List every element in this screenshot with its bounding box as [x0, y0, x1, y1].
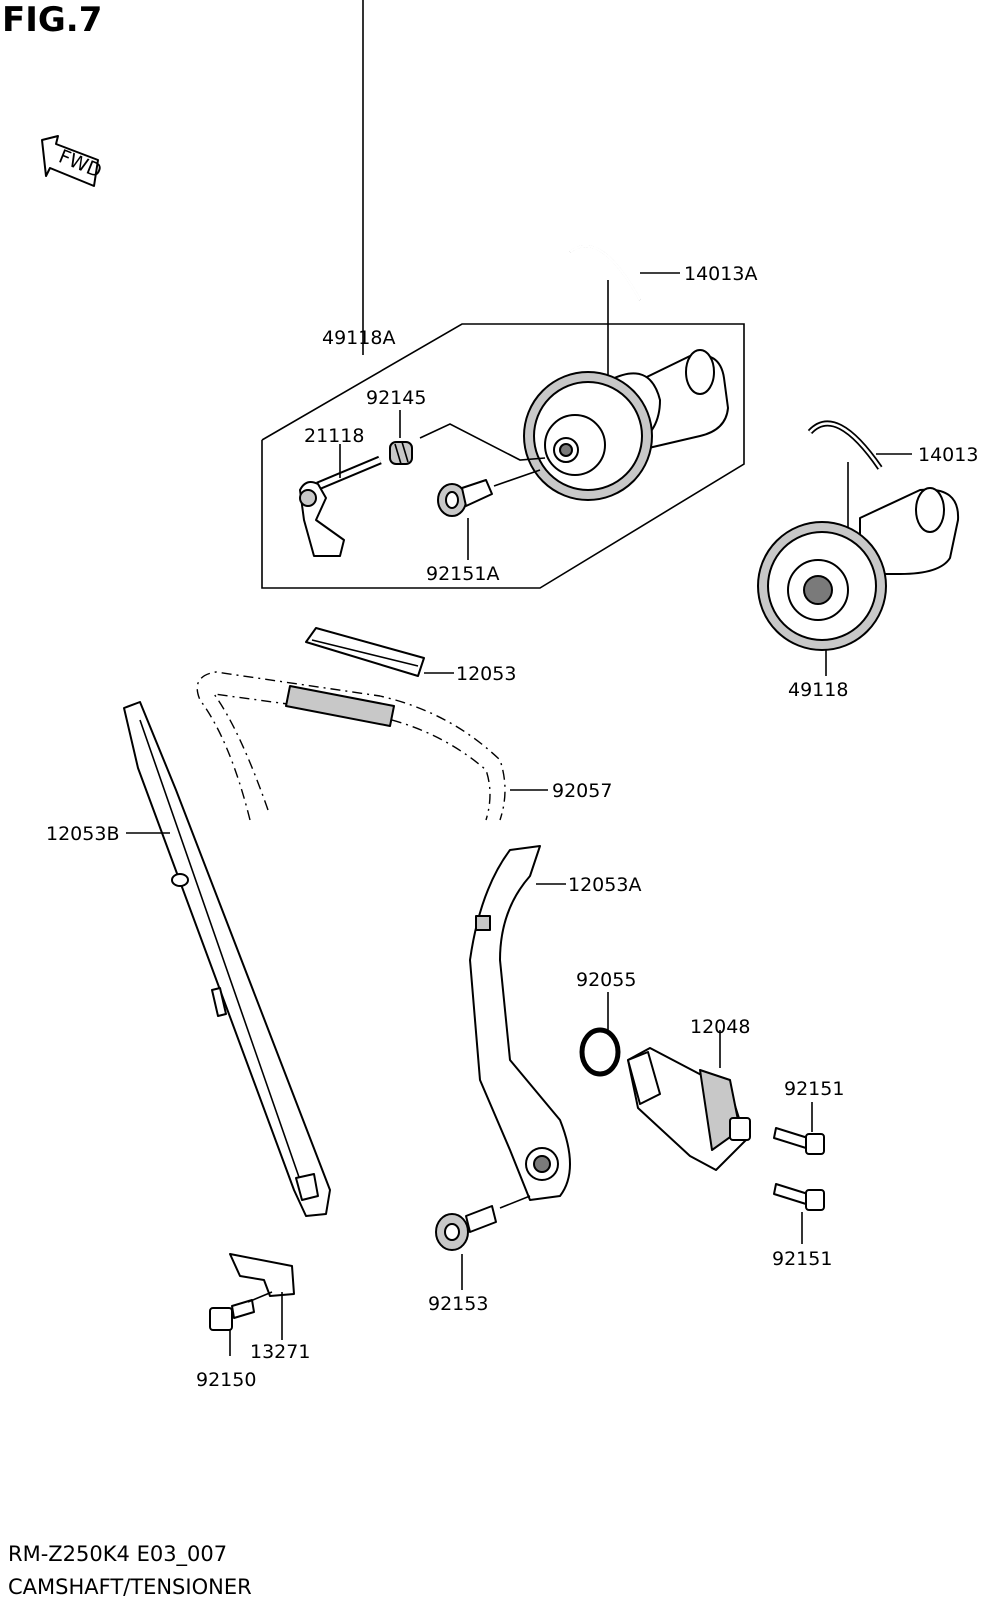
spring-92145: [389, 441, 413, 465]
tensioner-adjuster-12048: [627, 1047, 751, 1171]
o-ring-92055: [579, 1027, 621, 1077]
chain-guide-12053: [305, 627, 425, 677]
bolt-92151A: [437, 479, 493, 517]
label-92057: 92057: [552, 780, 612, 802]
label-92153: 92153: [428, 1293, 488, 1315]
bolt-92151-bottom: [773, 1183, 825, 1211]
label-92055: 92055: [576, 969, 636, 991]
decompression-shaft-21118: [299, 455, 382, 557]
assembly-bracket: [261, 323, 745, 589]
cam-chain-92057: [196, 671, 506, 821]
diagram-subtitle: CAMSHAFT/TENSIONER: [8, 1575, 252, 1599]
figure-title: FIG.7: [2, 0, 103, 40]
label-21118: 21118: [304, 425, 364, 447]
model-code: RM-Z250K4 E03_007: [8, 1542, 228, 1566]
label-12053A: 12053A: [568, 874, 641, 896]
label-12048: 12048: [690, 1016, 750, 1038]
label-12053B: 12053B: [46, 823, 119, 845]
label-92151A: 92151A: [426, 563, 499, 585]
bolt-92151-top: [773, 1127, 825, 1155]
plate-13271: [229, 1253, 295, 1297]
camshaft-exhaust: [757, 487, 960, 651]
label-13271: 13271: [250, 1341, 310, 1363]
bolt-92150: [209, 1299, 255, 1331]
camshaft-intake: [523, 349, 729, 501]
tensioner-guide-12053A: [469, 845, 571, 1201]
label-12053: 12053: [456, 663, 516, 685]
label-14013: 14013: [918, 444, 978, 466]
label-49118A: 49118A: [322, 327, 395, 349]
fwd-arrow-icon: FWD: [41, 135, 105, 187]
label-92151-top: 92151: [784, 1078, 844, 1100]
label-92150: 92150: [196, 1369, 256, 1391]
label-49118: 49118: [788, 679, 848, 701]
chain-guide-12053B: [123, 701, 331, 1217]
bolt-92153: [435, 1205, 497, 1251]
label-92151-bottom: 92151: [772, 1248, 832, 1270]
label-92145: 92145: [366, 387, 426, 409]
label-14013A: 14013A: [684, 263, 757, 285]
